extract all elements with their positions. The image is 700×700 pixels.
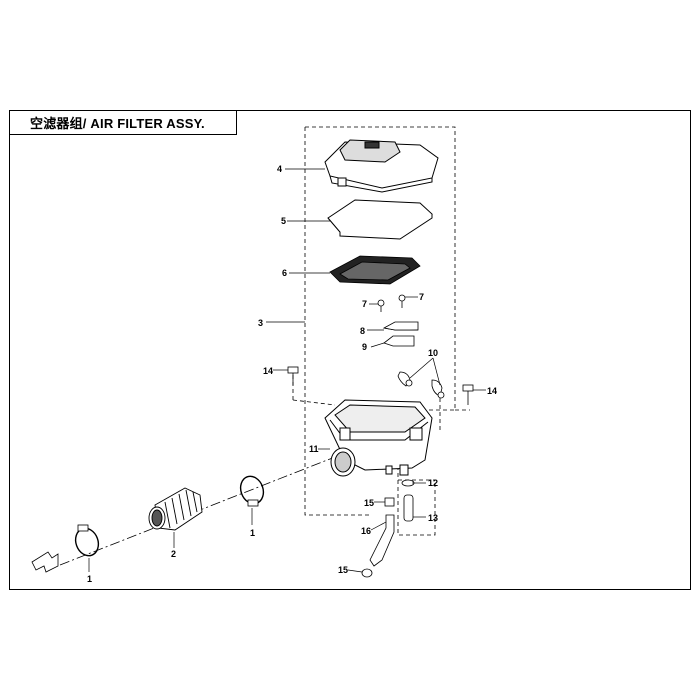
callout-2: 2	[171, 549, 176, 559]
seal-part	[383, 335, 415, 347]
front-direction-arrow	[31, 551, 59, 573]
callout-3: 3	[258, 318, 263, 328]
diagram-title: 空滤器组/ AIR FILTER ASSY.	[30, 116, 205, 131]
callout-10: 10	[428, 348, 438, 358]
screw-part	[377, 294, 406, 312]
bracket-part	[382, 321, 419, 331]
drain-tube-part	[403, 494, 414, 522]
callout-15: 15	[338, 565, 348, 575]
callout-5: 5	[281, 216, 286, 226]
bolt-part	[287, 366, 474, 405]
callout-13: 13	[428, 513, 438, 523]
callout-14: 14	[263, 366, 273, 376]
housing-group-boundary	[304, 126, 456, 536]
callout-14: 14	[487, 386, 497, 396]
filter-element-part	[329, 255, 421, 285]
callout-7: 7	[419, 292, 424, 302]
callout-15: 15	[364, 498, 374, 508]
callout-12: 12	[428, 478, 438, 488]
callout-1: 1	[87, 574, 92, 584]
title-box	[9, 110, 237, 135]
band-clamp-part	[74, 475, 265, 557]
callout-4: 4	[277, 164, 282, 174]
filter-housing-part	[324, 399, 433, 477]
drawing-frame	[9, 110, 691, 590]
callout-16: 16	[361, 526, 371, 536]
intake-boot-part	[148, 487, 203, 531]
callout-11: 11	[309, 444, 319, 454]
clip-part	[397, 371, 445, 399]
callout-8: 8	[360, 326, 365, 336]
hose-part	[369, 514, 395, 567]
filter-frame-part	[327, 199, 433, 240]
callout-7: 7	[362, 299, 367, 309]
callout-9: 9	[362, 342, 367, 352]
callout-6: 6	[282, 268, 287, 278]
callout-1: 1	[250, 528, 255, 538]
filter-cover-part	[324, 139, 439, 193]
